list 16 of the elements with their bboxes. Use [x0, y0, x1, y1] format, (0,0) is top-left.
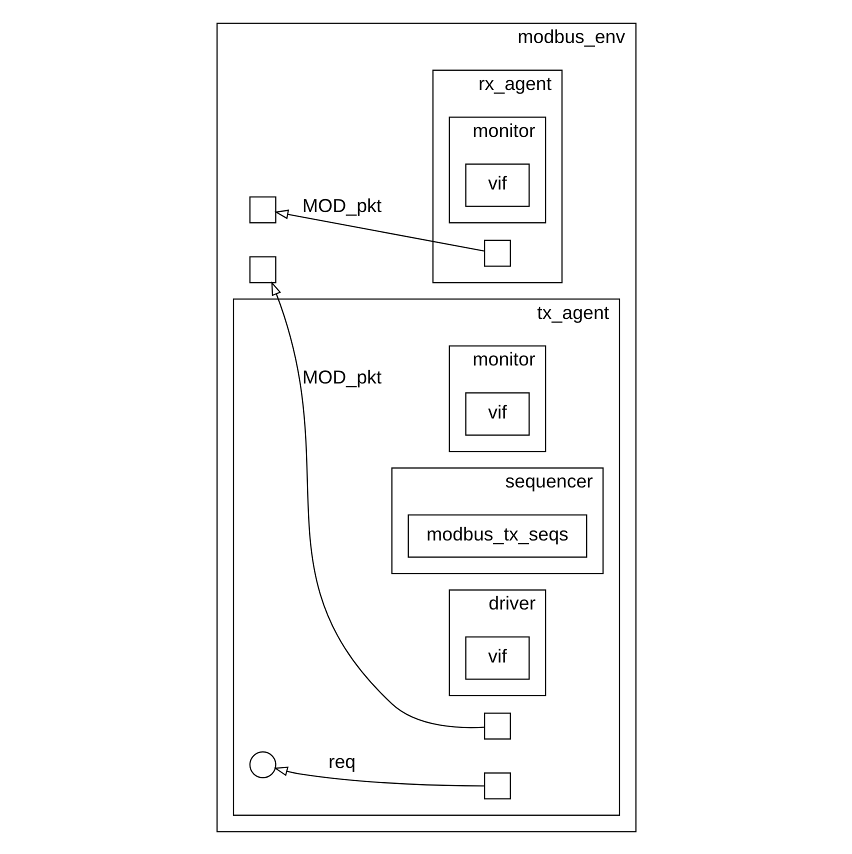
- node-box: vif: [464, 163, 530, 206]
- node-circle: [248, 750, 276, 778]
- node-box: vif: [464, 392, 530, 436]
- node-box: vif: [464, 636, 530, 680]
- node-box: [248, 196, 276, 223]
- edge-label: MOD_pkt: [302, 366, 382, 387]
- node-box: [248, 256, 276, 283]
- edge-label: req: [328, 750, 356, 772]
- arrow: [273, 766, 484, 786]
- node-box: [483, 772, 510, 799]
- node-box: modbus_tx_seqs: [407, 514, 587, 558]
- node-box: [483, 239, 510, 266]
- edge-label: MOD_pkt: [302, 194, 382, 216]
- arrow: [270, 280, 484, 728]
- node-box: [483, 712, 510, 740]
- arrow: [274, 209, 484, 252]
